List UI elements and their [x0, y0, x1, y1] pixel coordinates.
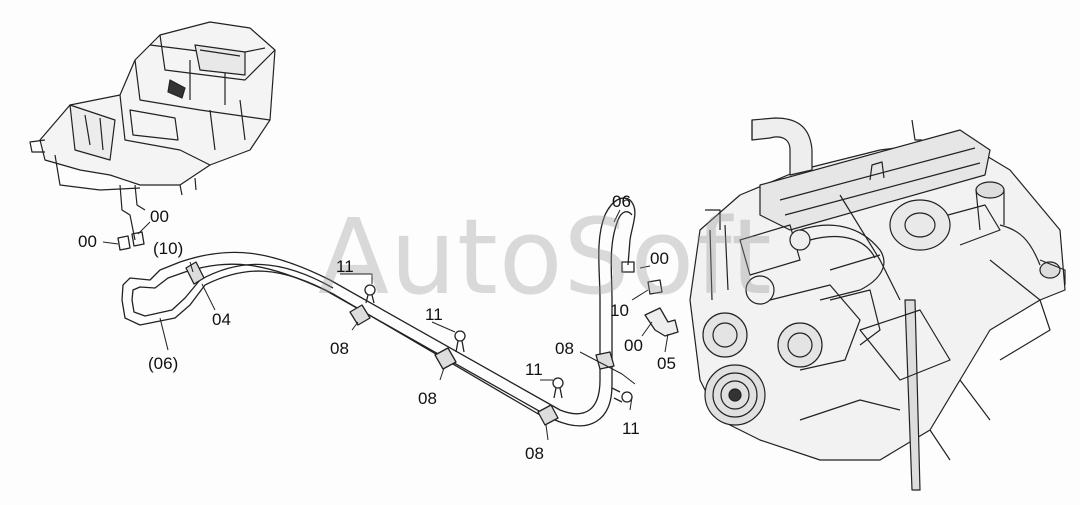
- callout-label: 11: [622, 419, 640, 438]
- callout-label: 04: [212, 310, 231, 329]
- callout-label: 11: [425, 305, 443, 324]
- callout-label: (10): [153, 239, 184, 258]
- callout-label: 11: [525, 360, 543, 379]
- heater-unit-drawing: [29, 21, 276, 241]
- callout-label: 11: [336, 257, 354, 276]
- callout-label: 00: [150, 207, 169, 226]
- callout-label: 10: [610, 301, 629, 320]
- callout-label: 08: [525, 444, 544, 463]
- callout-label: 08: [330, 339, 349, 358]
- callout-label: 05: [657, 354, 676, 373]
- callout-label: (06): [148, 354, 179, 373]
- engine-drawing: [689, 117, 1066, 491]
- callout-label: 00: [624, 336, 643, 355]
- callout-label: 08: [555, 339, 574, 358]
- callout-label: 00: [650, 249, 669, 268]
- leader-lines: [102, 209, 669, 441]
- callout-label: 00: [78, 232, 97, 251]
- heater-hose-drawing: [117, 197, 679, 427]
- callout-label: 06: [612, 192, 631, 211]
- callout-label: 08: [418, 389, 437, 408]
